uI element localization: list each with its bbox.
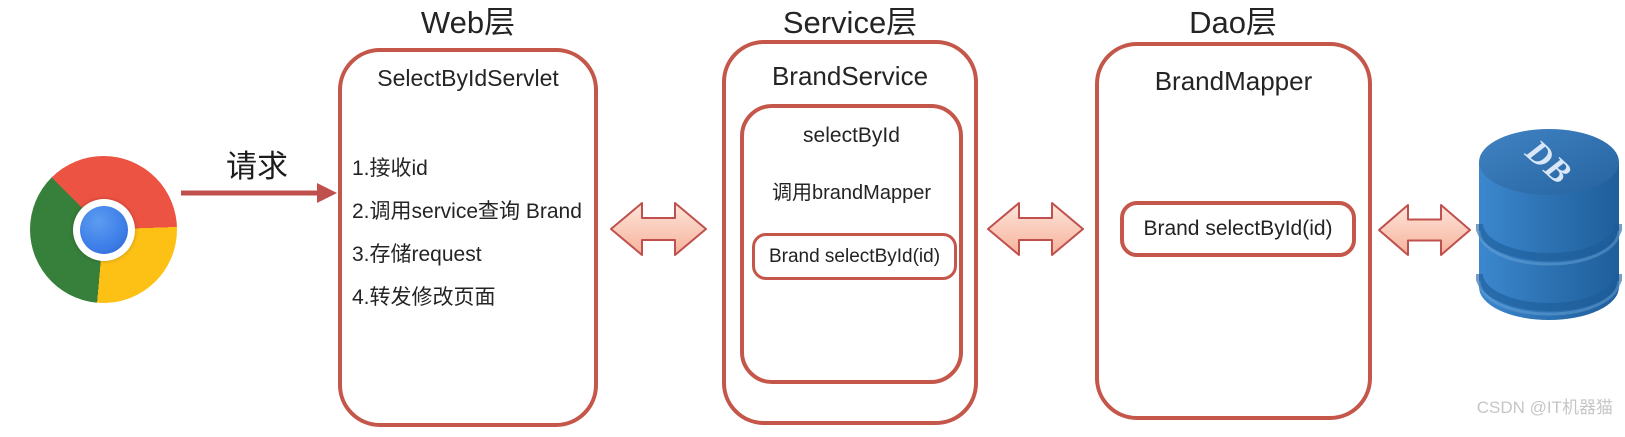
web-step-2: 2.调用service查询 Brand (352, 200, 582, 223)
chrome-icon-white-ring (72, 198, 135, 261)
service-inner-title: selectById (803, 124, 900, 147)
dao-method-box: Brand selectById(id) (1120, 201, 1356, 257)
db-cylinder-icon: DB (1476, 129, 1622, 320)
chrome-icon-blue-center (79, 205, 128, 254)
web-step-1: 1.接收id (352, 157, 428, 180)
service-layer-title: Service层 (782, 5, 918, 40)
web-step-list: 1.接收id 2.调用service查询 Brand 3.存储request 4… (352, 157, 582, 309)
dao-box-title: BrandMapper (1154, 66, 1313, 96)
web-box-title: SelectByIdServlet (377, 65, 559, 91)
service-method-signature: Brand selectById(id) (768, 245, 941, 267)
web-step-4: 4.转发修改页面 (352, 286, 496, 309)
dao-method-signature: Brand selectById(id) (1143, 217, 1333, 240)
request-arrow-icon (181, 183, 337, 203)
sync-arrow-web-service-icon (610, 202, 707, 256)
web-layer-box: SelectByIdServlet (338, 48, 598, 427)
watermark-text: CSDN @IT机器猫 (1476, 398, 1613, 417)
sync-arrow-dao-db-icon (1378, 204, 1471, 256)
service-inner-note: 调用brandMapper (772, 182, 931, 204)
service-box-title: BrandService (771, 61, 929, 91)
request-label: 请求 (226, 149, 288, 184)
service-method-box: Brand selectById(id) (752, 233, 957, 280)
dao-layer-title: Dao层 (1189, 5, 1277, 40)
chrome-browser-icon (30, 156, 177, 303)
sync-arrow-service-dao-icon (987, 202, 1084, 256)
web-step-3: 3.存储request (352, 243, 482, 266)
web-layer-title: Web层 (420, 5, 516, 40)
